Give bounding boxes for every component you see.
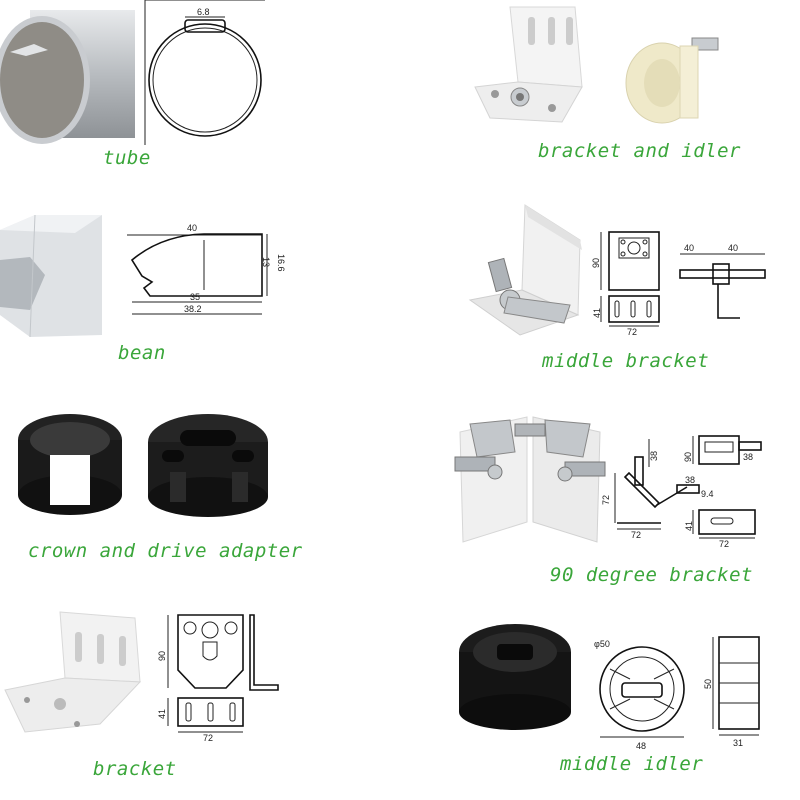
middle-idler-height-dim: 50 <box>703 679 713 689</box>
degree-bracket-d-dim: 38 <box>685 475 695 485</box>
tube-drawing: 6.8 <box>144 0 265 145</box>
product-middle-idler: φ50 48 50 31 middle idler <box>450 615 795 790</box>
degree-bracket-drawing-left: 38 72 38 9.4 72 <box>601 439 714 540</box>
middle-bracket-width-dim: 72 <box>627 327 637 337</box>
product-90-degree-bracket: 38 72 38 9.4 72 90 38 41 72 90 degree br… <box>454 392 795 592</box>
degree-bracket-f-dim: 90 <box>683 452 693 462</box>
degree-bracket-b-dim: 72 <box>601 495 611 505</box>
middle-idler-width-dim: 48 <box>636 741 646 751</box>
product-crown-drive-adapter: crown and drive adapter <box>0 395 303 565</box>
caption-tube: tube <box>103 147 151 169</box>
middle-bracket-drawing: 90 41 72 <box>591 231 660 337</box>
product-tube: 6.8 tube <box>0 0 270 175</box>
middle-idler-photo <box>459 624 571 730</box>
bean-inner-dim: 35 <box>190 292 200 302</box>
middle-idler-side-drawing: 50 31 <box>703 636 760 748</box>
product-bean: 40 13 16.6 35 38.2 bean <box>0 200 290 370</box>
degree-bracket-photo <box>454 416 606 543</box>
bracket-base-dim: 41 <box>157 709 167 719</box>
middle-bracket-base-dim: 41 <box>592 308 602 318</box>
caption-bracket-idler: bracket and idler <box>538 140 741 162</box>
middle-bracket-shaft-left-dim: 40 <box>684 243 694 253</box>
bracket-drawing: 90 41 72 <box>157 614 279 743</box>
caption-middle-bracket: middle bracket <box>542 350 710 372</box>
degree-bracket-c-dim: 72 <box>631 530 641 540</box>
middle-bracket-height-dim: 90 <box>591 258 601 268</box>
product-bracket-idler: bracket and idler <box>460 0 790 175</box>
caption-middle-idler: middle idler <box>560 753 704 775</box>
bean-h2-dim: 16.6 <box>276 254 286 272</box>
tube-photo <box>0 10 135 144</box>
degree-bracket-a-dim: 38 <box>649 451 659 461</box>
tube-slot-dim: 6.8 <box>197 7 210 17</box>
degree-bracket-e-dim: 9.4 <box>701 489 714 499</box>
middle-idler-drawing: φ50 48 <box>594 639 685 751</box>
bracket-idler-idler-photo <box>625 37 719 124</box>
middle-idler-depth-dim: 31 <box>733 738 743 748</box>
bracket-idler-bracket-photo <box>474 6 583 123</box>
caption-bracket: bracket <box>93 758 177 780</box>
caption-crown-drive-adapter: crown and drive adapter <box>28 540 303 562</box>
bracket-width-dim: 72 <box>203 733 213 743</box>
product-middle-bracket: 90 41 72 40 40 middle bracket <box>460 200 790 380</box>
middle-idler-diameter-dim: φ50 <box>594 639 610 649</box>
degree-bracket-h-dim: 41 <box>684 521 694 531</box>
bean-top-dim: 40 <box>187 223 197 233</box>
drive-adapter-photo <box>148 414 268 517</box>
bean-h1-dim: 13 <box>261 257 271 267</box>
bean-photo <box>0 214 102 338</box>
bracket-height-dim: 90 <box>157 651 167 661</box>
degree-bracket-g-dim: 38 <box>743 452 753 462</box>
crown-photo <box>18 414 122 515</box>
middle-bracket-side-drawing: 40 40 <box>679 243 766 319</box>
bean-drawing: 40 13 16.6 35 38.2 <box>127 223 286 315</box>
bean-overall-dim: 38.2 <box>184 304 202 314</box>
caption-90-degree-bracket: 90 degree bracket <box>550 564 753 586</box>
degree-bracket-i-dim: 72 <box>719 539 729 549</box>
middle-bracket-shaft-right-dim: 40 <box>728 243 738 253</box>
caption-bean: bean <box>118 342 166 364</box>
bracket-photo <box>4 611 142 733</box>
middle-bracket-photo <box>468 204 582 336</box>
product-bracket: 90 41 72 bracket <box>0 600 290 790</box>
degree-bracket-drawing-right: 90 38 41 72 <box>683 435 762 549</box>
